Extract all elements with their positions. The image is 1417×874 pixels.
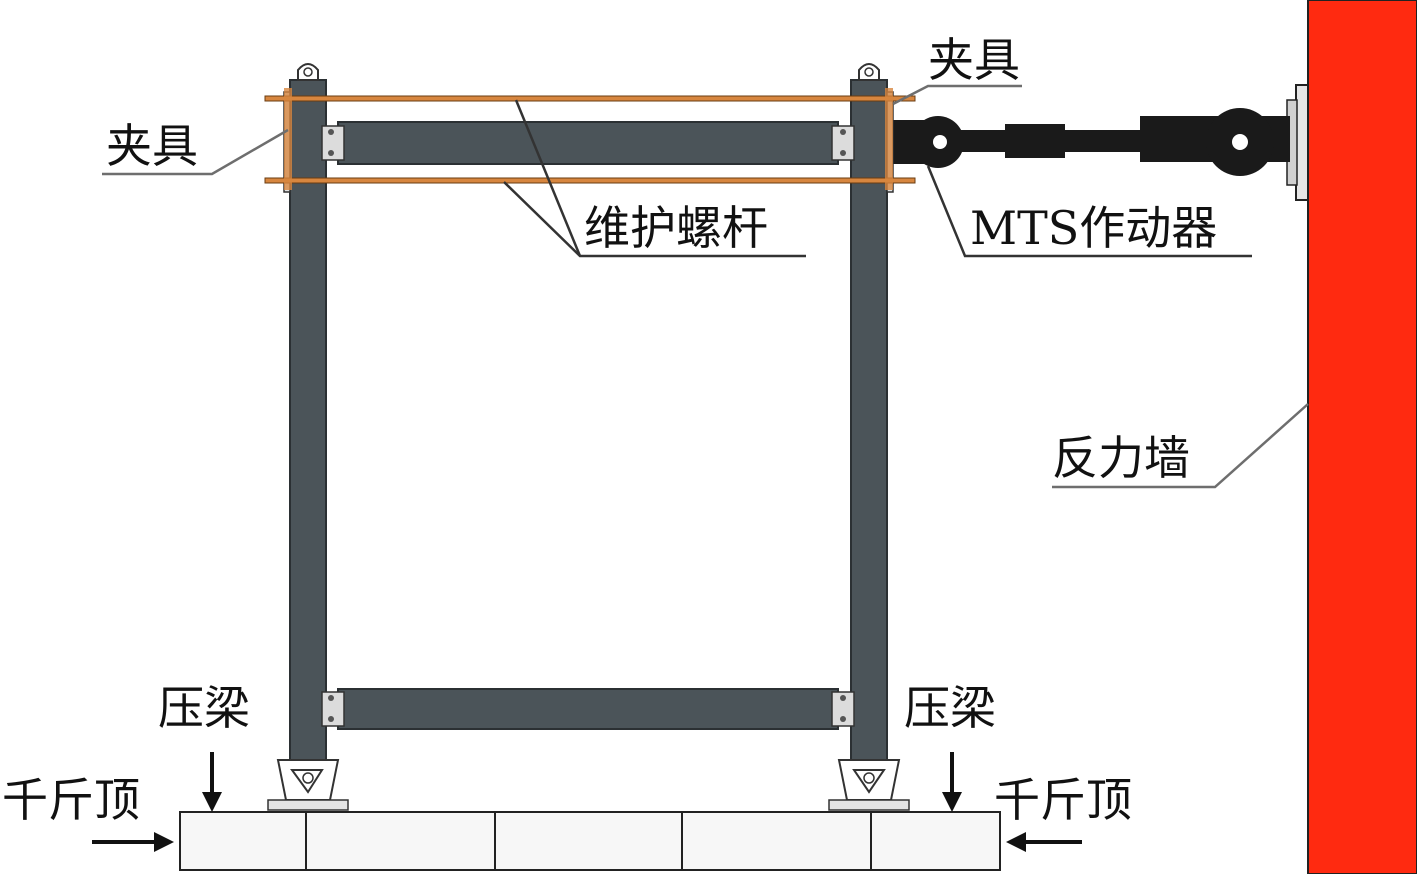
left-column xyxy=(283,63,327,771)
arrow-down-icon xyxy=(942,752,962,812)
arrow-down-icon xyxy=(202,752,222,812)
ground-beam xyxy=(179,811,1001,871)
top-beam xyxy=(321,121,855,165)
bottom-beam xyxy=(321,688,855,730)
arrow-right-icon xyxy=(92,832,174,852)
right-hinge-support xyxy=(828,759,910,811)
label-mts-actuator: MTS作动器 xyxy=(970,201,1217,255)
leader-lines xyxy=(102,84,1309,489)
label-maintenance-rods: 维护螺杆 xyxy=(584,201,768,255)
label-reaction-wall: 反力墙 xyxy=(1052,431,1190,485)
maintenance-rods xyxy=(264,88,916,190)
label-jack-left: 千斤顶 xyxy=(2,773,140,827)
actuator-pin-left xyxy=(933,135,947,149)
wall-base-plate xyxy=(1295,84,1309,201)
label-jack-right: 千斤顶 xyxy=(994,773,1132,827)
label-press-beam-left: 压梁 xyxy=(158,681,250,735)
actuator-pin-right xyxy=(1232,134,1248,150)
left-hinge-support xyxy=(267,759,349,811)
label-press-beam-right: 压梁 xyxy=(904,681,996,735)
label-clamp-left: 夹具 xyxy=(106,119,198,173)
mts-actuator xyxy=(890,108,1290,176)
label-clamp-right: 夹具 xyxy=(928,33,1020,87)
arrow-left-icon xyxy=(1006,832,1082,852)
reaction-wall xyxy=(1307,0,1417,874)
